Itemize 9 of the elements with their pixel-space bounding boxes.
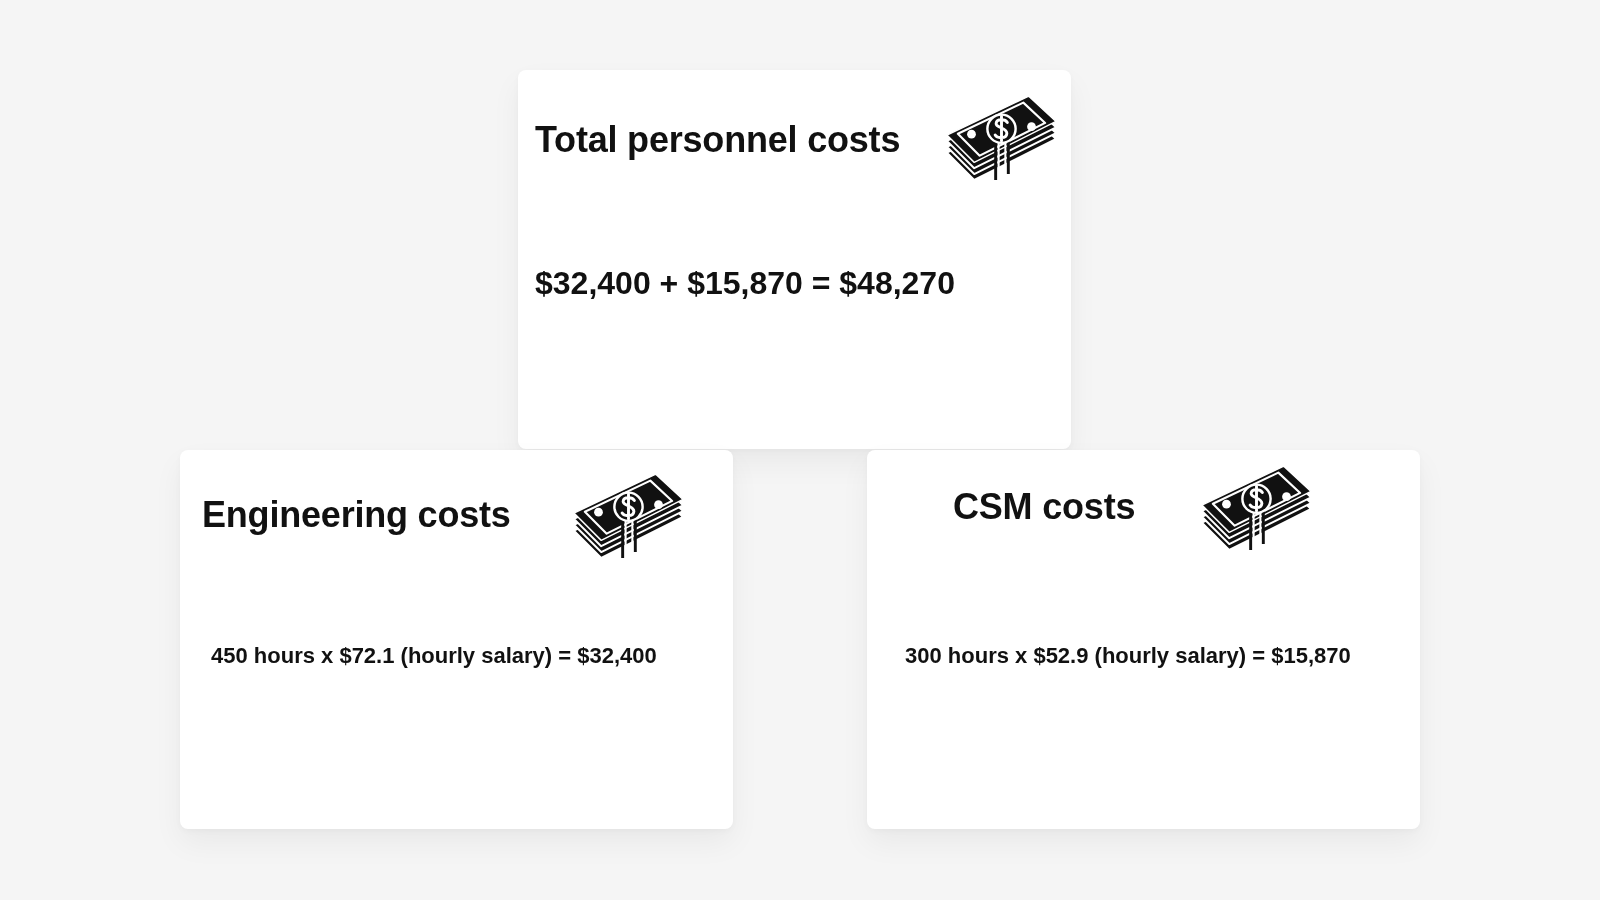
card-heading: CSM costs (953, 485, 1136, 529)
card-heading: Total personnel costs (535, 118, 901, 162)
cost-formula: $32,400 + $15,870 = $48,270 (535, 264, 955, 303)
cost-card (518, 70, 1071, 449)
cost-card (180, 450, 733, 829)
cost-formula: 300 hours x $52.9 (hourly salary) = $15,870 (905, 643, 1351, 670)
card-heading: Engineering costs (202, 493, 511, 537)
cost-formula: 450 hours x $72.1 (hourly salary) = $32,400 (211, 643, 657, 670)
cost-card (867, 450, 1420, 829)
